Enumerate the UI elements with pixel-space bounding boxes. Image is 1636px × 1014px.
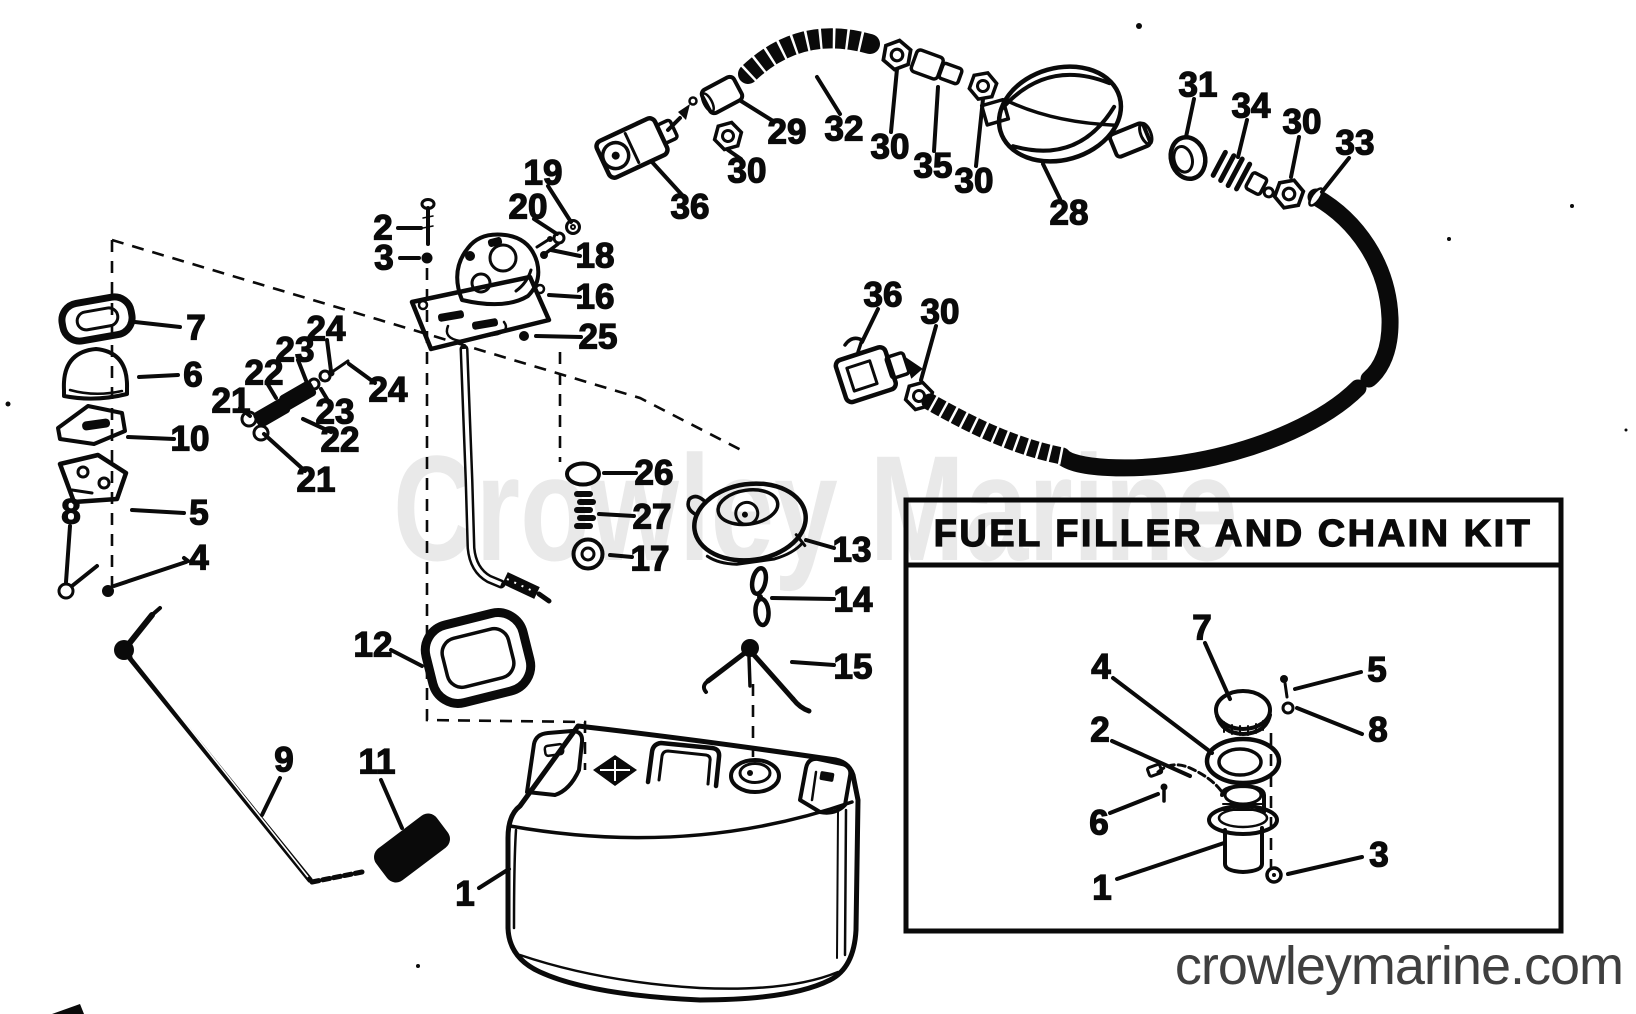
part-label: 33 [1336, 124, 1375, 163]
part-label: 22 [321, 421, 360, 460]
gasket-drawing [420, 608, 536, 708]
part-label: 36 [864, 276, 903, 315]
part-label: 31 [1179, 66, 1218, 105]
link-fastener-cluster-drawing [240, 359, 350, 442]
part-label: 21 [297, 461, 336, 500]
part-label: 26 [635, 454, 674, 493]
part-label: 30 [1283, 103, 1322, 142]
part-label: 2 [373, 209, 392, 248]
part-label: 24 [369, 371, 408, 410]
part-label: 13 [833, 531, 872, 570]
part-label: 35 [914, 147, 953, 186]
part-label: 9 [274, 741, 293, 780]
part-label: 12 [354, 626, 393, 665]
part-label: 27 [633, 498, 672, 537]
part-label: 3 [1369, 836, 1388, 875]
fuel-filler-drawing [1146, 675, 1295, 884]
scan-noise-dots [5, 23, 1628, 1014]
projection-dashed-lines [110, 238, 755, 770]
inset-leader-lines [1108, 641, 1364, 881]
fuel-cap-chain-drawing [686, 481, 812, 714]
part-label: 17 [631, 540, 670, 579]
part-label: 20 [509, 188, 548, 227]
site-url-text: crowleymarine.com [1175, 936, 1623, 996]
part-label: 30 [728, 152, 767, 191]
washer-spring-drawing [565, 461, 605, 571]
part-label: 5 [189, 494, 208, 533]
part-label: 28 [1050, 194, 1089, 233]
fuel-line-drawing [594, 27, 1399, 477]
fuel-pickup-unit-drawing [409, 198, 581, 604]
mount-stack-drawing [56, 293, 188, 600]
part-label: 25 [579, 318, 618, 357]
part-label: 6 [183, 356, 202, 395]
part-label: 23 [276, 331, 315, 370]
part-label: 4 [189, 539, 209, 578]
part-label: 30 [955, 162, 994, 201]
part-label: 34 [1232, 87, 1271, 126]
part-label: 7 [186, 309, 205, 348]
part-label: 24 [307, 310, 346, 349]
part-label: 3 [374, 239, 393, 278]
part-label: 18 [576, 237, 615, 276]
part-label: 15 [834, 648, 873, 687]
part-label: 8 [61, 493, 80, 532]
part-label: 36 [671, 188, 710, 227]
part-label: 30 [921, 293, 960, 332]
part-label: 29 [768, 113, 807, 152]
part-label: 19 [524, 154, 563, 193]
inset-part-number-labels: 7 4 5 2 8 6 3 1 [1089, 608, 1390, 908]
part-label: 16 [576, 278, 615, 317]
leader-lines [64, 67, 1351, 890]
part-label: 1 [455, 875, 474, 914]
rod-and-sleeve-drawing [114, 606, 450, 885]
part-label: 8 [1368, 711, 1387, 750]
part-label: 32 [825, 110, 864, 149]
part-label: 23 [316, 393, 355, 432]
part-label: 21 [212, 382, 251, 421]
part-label: 5 [1367, 651, 1386, 690]
inset-title: FUEL FILLER AND CHAIN KIT [934, 513, 1533, 555]
part-label: 7 [1192, 609, 1211, 648]
fuel-filler-kit-inset: FUEL FILLER AND CHAIN KIT [903, 497, 1564, 934]
part-label: 1 [1092, 869, 1111, 908]
part-label: 11 [359, 743, 396, 782]
part-label: 30 [871, 128, 910, 167]
part-label: 22 [245, 354, 284, 393]
part-label: 2 [1090, 711, 1109, 750]
part-label: 4 [1091, 648, 1111, 687]
fuel-tank-drawing [505, 723, 861, 1003]
part-label: 6 [1089, 804, 1108, 843]
part-label: 10 [171, 420, 210, 459]
part-label: 14 [834, 581, 873, 620]
